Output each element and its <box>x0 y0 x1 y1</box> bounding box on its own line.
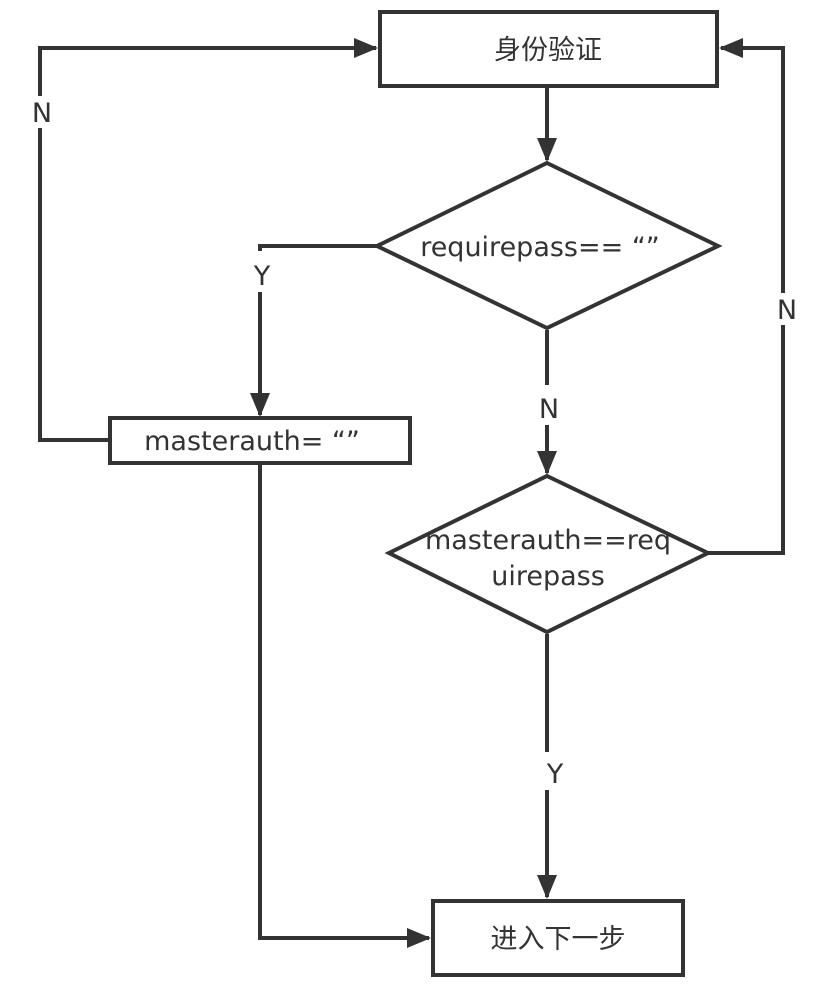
edge-label-n-left: N <box>32 98 52 129</box>
edge-label-y-left: Y <box>253 261 271 292</box>
edge-masterauth-empty-no <box>38 48 376 442</box>
requirepass-check-label: requirepass== “” <box>420 232 660 263</box>
masterauth-check-label-line1: masterauth==req <box>425 525 671 556</box>
next-step-node-label: 进入下一步 <box>491 924 626 955</box>
edge-masterauth-check-no <box>708 48 785 555</box>
edge-label-n-middle: N <box>539 394 559 425</box>
edge-label-n-right: N <box>777 295 797 326</box>
requirepass-check-diamond <box>372 160 723 331</box>
edge-masterauth-empty-to-next <box>258 463 431 948</box>
auth-node-label: 身份验证 <box>494 35 602 66</box>
masterauth-check-label-line2: uirepass <box>491 561 605 592</box>
edge-label-y-bottom: Y <box>546 759 564 790</box>
edge-requirepass-yes <box>260 244 377 415</box>
masterauth-check-diamond <box>384 473 713 635</box>
masterauth-empty-node-label: masterauth= “” <box>144 426 360 457</box>
